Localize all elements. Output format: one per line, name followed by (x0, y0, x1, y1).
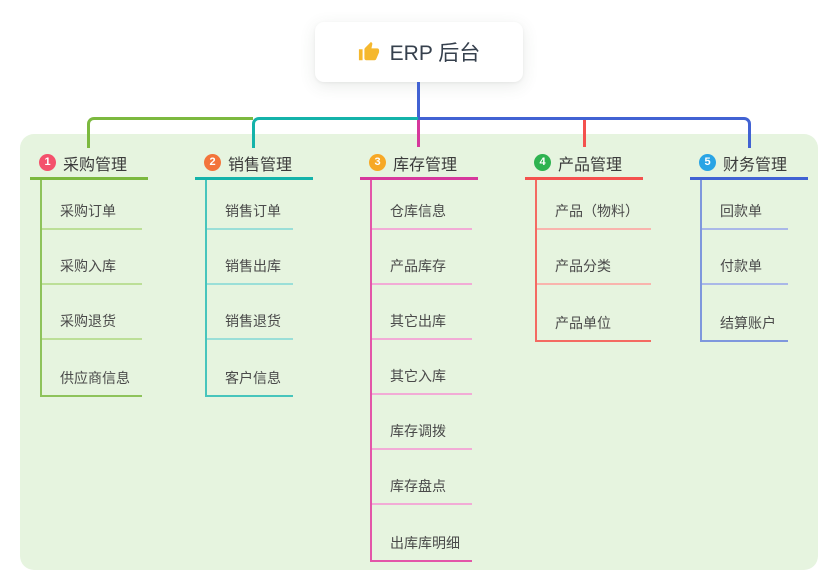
subtree-item[interactable]: 采购订单 (42, 180, 142, 230)
root-node[interactable]: ERP 后台 (315, 22, 523, 82)
subtree-item-label: 其它入库 (390, 368, 446, 384)
branch-title-label: 销售管理 (228, 156, 293, 174)
subtree-item-label: 回款单 (720, 203, 762, 219)
branch-subtree: 产品（物料） 产品分类产品单位 (535, 180, 651, 342)
subtree-item[interactable]: 付款单 (702, 230, 788, 285)
branch: 4 产品管理 产品（物料） 产品分类产品单位 (525, 148, 651, 342)
subtree-item[interactable]: 回款单 (702, 180, 788, 230)
subtree-item[interactable]: 客户信息 (207, 340, 293, 395)
subtree-item[interactable]: 采购退货 (42, 285, 142, 340)
branch-index-badge: 4 (534, 154, 551, 171)
root-node-label: ERP 后台 (389, 42, 481, 65)
branch: 5 财务管理 回款单付款单结算账户 (690, 148, 808, 342)
branch-title-label: 财务管理 (723, 156, 788, 174)
subtree-item[interactable]: 销售订单 (207, 180, 293, 230)
subtree-item-label: 产品单位 (555, 315, 611, 331)
subtree-item-label: 库存调拨 (390, 423, 446, 439)
subtree-item-label: 销售退货 (225, 313, 281, 329)
subtree-item-label: 供应商信息 (60, 370, 130, 386)
branch: 2 销售管理 销售订单销售出库销售退货客户信息 (195, 148, 313, 397)
branch-index-badge: 5 (699, 154, 716, 171)
subtree-item-label: 产品分类 (555, 258, 611, 274)
branch: 3 库存管理 仓库信息产品库存其它出库其它入库库存调拨库存盘点出库库明细 (360, 148, 478, 562)
branch-title[interactable]: 4 产品管理 (525, 148, 643, 180)
branch: 1 采购管理 采购订单采购入库采购退货供应商信息 (30, 148, 148, 397)
branch-title[interactable]: 1 采购管理 (30, 148, 148, 180)
subtree-item-label: 销售订单 (225, 203, 281, 219)
subtree-item[interactable]: 采购入库 (42, 230, 142, 285)
subtree-item-label: 产品库存 (390, 258, 446, 274)
root-stem-line (417, 82, 420, 118)
subtree-item[interactable]: 产品单位 (537, 285, 651, 340)
subtree-item-label: 产品（物料） (555, 203, 639, 219)
branch-title-label: 库存管理 (393, 156, 458, 174)
connector-branch-4 (583, 120, 586, 147)
branch-title-label: 产品管理 (558, 156, 623, 174)
subtree-item-label: 出库库明细 (390, 535, 460, 551)
subtree-item-label: 客户信息 (225, 370, 281, 386)
subtree-item[interactable]: 产品（物料） (537, 180, 651, 230)
subtree-item-label: 库存盘点 (390, 478, 446, 494)
subtree-item-label: 采购订单 (60, 203, 116, 219)
subtree-item-label: 其它出库 (390, 313, 446, 329)
branch-title[interactable]: 5 财务管理 (690, 148, 808, 180)
subtree-item-label: 结算账户 (720, 315, 776, 331)
subtree-item[interactable]: 库存盘点 (372, 450, 472, 505)
subtree-item[interactable]: 结算账户 (702, 285, 788, 340)
connector-branch-3 (417, 120, 420, 147)
subtree-item-label: 采购入库 (60, 258, 116, 274)
branches-panel (20, 134, 818, 570)
subtree-item-label: 采购退货 (60, 313, 116, 329)
branch-subtree: 回款单付款单结算账户 (700, 180, 788, 342)
subtree-item-label: 仓库信息 (390, 203, 446, 219)
subtree-item[interactable]: 产品库存 (372, 230, 472, 285)
branch-subtree: 采购订单采购入库采购退货供应商信息 (40, 180, 142, 397)
subtree-item[interactable]: 其它出库 (372, 285, 472, 340)
branch-title[interactable]: 3 库存管理 (360, 148, 478, 180)
branch-index-badge: 2 (204, 154, 221, 171)
subtree-item[interactable]: 其它入库 (372, 340, 472, 395)
subtree-item[interactable]: 库存调拨 (372, 395, 472, 450)
subtree-item[interactable]: 销售退货 (207, 285, 293, 340)
subtree-item-label: 付款单 (720, 258, 762, 274)
subtree-item[interactable]: 销售出库 (207, 230, 293, 285)
branch-title-label: 采购管理 (63, 156, 128, 174)
subtree-item[interactable]: 供应商信息 (42, 340, 142, 395)
branch-subtree: 销售订单销售出库销售退货客户信息 (205, 180, 293, 397)
subtree-item[interactable]: 出库库明细 (372, 505, 472, 560)
branch-index-badge: 3 (369, 154, 386, 171)
branch-index-badge: 1 (39, 154, 56, 171)
branch-title[interactable]: 2 销售管理 (195, 148, 313, 180)
branch-subtree: 仓库信息产品库存其它出库其它入库库存调拨库存盘点出库库明细 (370, 180, 472, 562)
connector-branch-5 (418, 117, 751, 148)
subtree-item[interactable]: 仓库信息 (372, 180, 472, 230)
connector-branch-1 (87, 117, 253, 148)
subtree-item[interactable]: 产品分类 (537, 230, 651, 285)
thumbs-up-icon (358, 41, 380, 63)
connector-branch-2 (252, 117, 418, 148)
subtree-item-label: 销售出库 (225, 258, 281, 274)
